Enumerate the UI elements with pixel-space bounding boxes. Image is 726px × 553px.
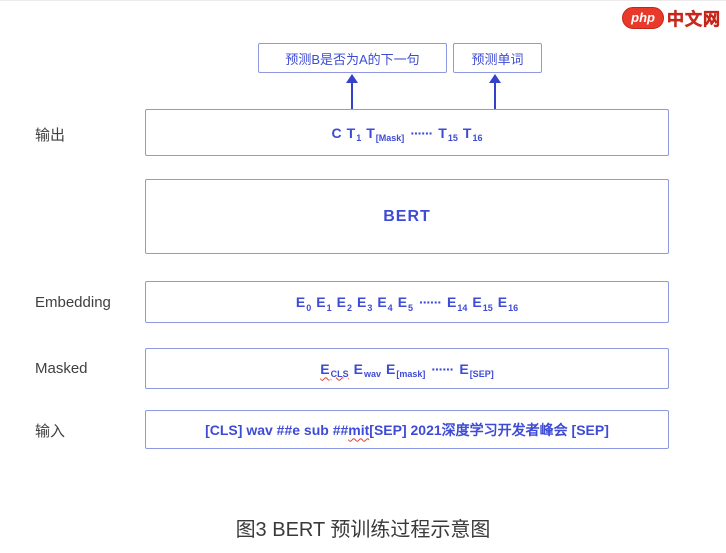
arrow-to-predict-word-icon (489, 74, 501, 109)
predict-word-label: 预测单词 (471, 51, 524, 67)
bert-box: BERT (145, 179, 669, 254)
token: E15 (472, 294, 493, 313)
token: [CLS] wav ##e sub ## (205, 421, 349, 438)
php-cn-logo[interactable]: php 中文网 (622, 5, 721, 30)
token: E3 (356, 294, 373, 313)
token: E1 (316, 294, 332, 313)
ellipsis: ······ (410, 124, 433, 141)
token: E14 (447, 294, 468, 313)
token: E16 (497, 294, 519, 313)
token: mit (348, 421, 370, 438)
figure-caption: 图3 BERT 预训练过程示意图 (235, 519, 491, 541)
bert-label: BERT (383, 207, 431, 225)
ellipsis: ······ (431, 360, 454, 377)
ellipsis: ······ (419, 294, 442, 310)
predict-next-sentence-label: 预测B是否为A的下一句 (285, 51, 420, 67)
token: [SEP] 2021深度学习开发者峰会 [SEP] (369, 421, 609, 438)
php-logo-badge: php (622, 6, 664, 29)
token: T1 (346, 124, 362, 144)
token: T[Mask] (366, 124, 405, 144)
embedding-row-label: Embedding (35, 294, 111, 311)
masked-row-label: Masked (35, 360, 88, 377)
output-row-label: 输出 (35, 127, 66, 144)
arrow-head-icon (346, 74, 358, 83)
predict-word-box: 预测单词 (453, 43, 542, 73)
token: E0 (295, 294, 312, 313)
token: E[mask] (386, 360, 426, 380)
token: E4 (377, 294, 393, 313)
predict-next-sentence-box: 预测B是否为A的下一句 (258, 43, 447, 73)
input-row-label: 输入 (35, 423, 66, 440)
token: T15 (438, 124, 458, 144)
token: Ewav (353, 360, 381, 380)
token: E[SEP] (459, 360, 494, 380)
arrow-head-icon (489, 74, 501, 83)
token: E5 (397, 294, 414, 313)
input-tokens: [CLS] wav ##e sub ##mit [SEP] 2021深度学习开发… (205, 420, 609, 440)
arrow-shaft (494, 82, 496, 109)
token: T16 (462, 124, 483, 144)
token: C (331, 124, 342, 141)
token: ECLS (320, 360, 349, 380)
arrow-shaft (351, 82, 353, 109)
input-box: [CLS] wav ##e sub ##mit [SEP] 2021深度学习开发… (145, 410, 669, 449)
logo-site-name: 中文网 (667, 10, 721, 30)
token: E2 (336, 294, 352, 313)
arrow-to-next-sentence-icon (346, 74, 358, 109)
